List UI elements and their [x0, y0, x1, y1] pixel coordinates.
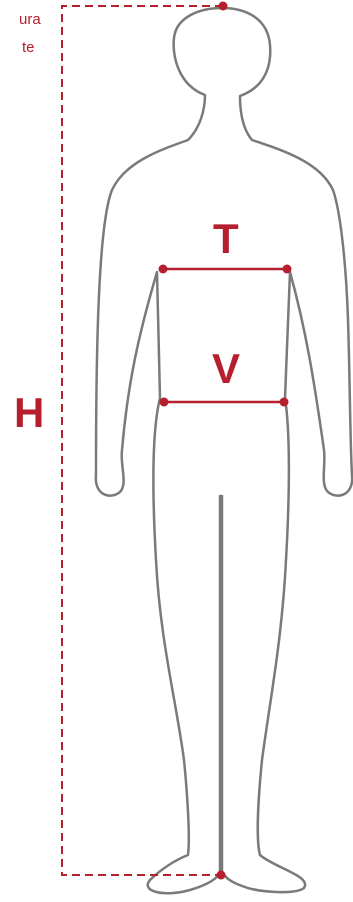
- chest-right-point: [283, 265, 292, 274]
- caption-line-1: ura: [19, 6, 41, 34]
- height-measure-line: [62, 6, 223, 875]
- waist-right-point: [280, 398, 289, 407]
- child-silhouette: [96, 8, 352, 893]
- chest-label: T: [213, 218, 239, 260]
- height-top-point: [219, 2, 228, 11]
- height-bottom-point: [217, 871, 226, 880]
- height-label: H: [14, 392, 44, 434]
- caption-line-2: te: [22, 34, 35, 62]
- waist-left-point: [160, 398, 169, 407]
- chest-left-point: [159, 265, 168, 274]
- waist-label: V: [212, 348, 240, 390]
